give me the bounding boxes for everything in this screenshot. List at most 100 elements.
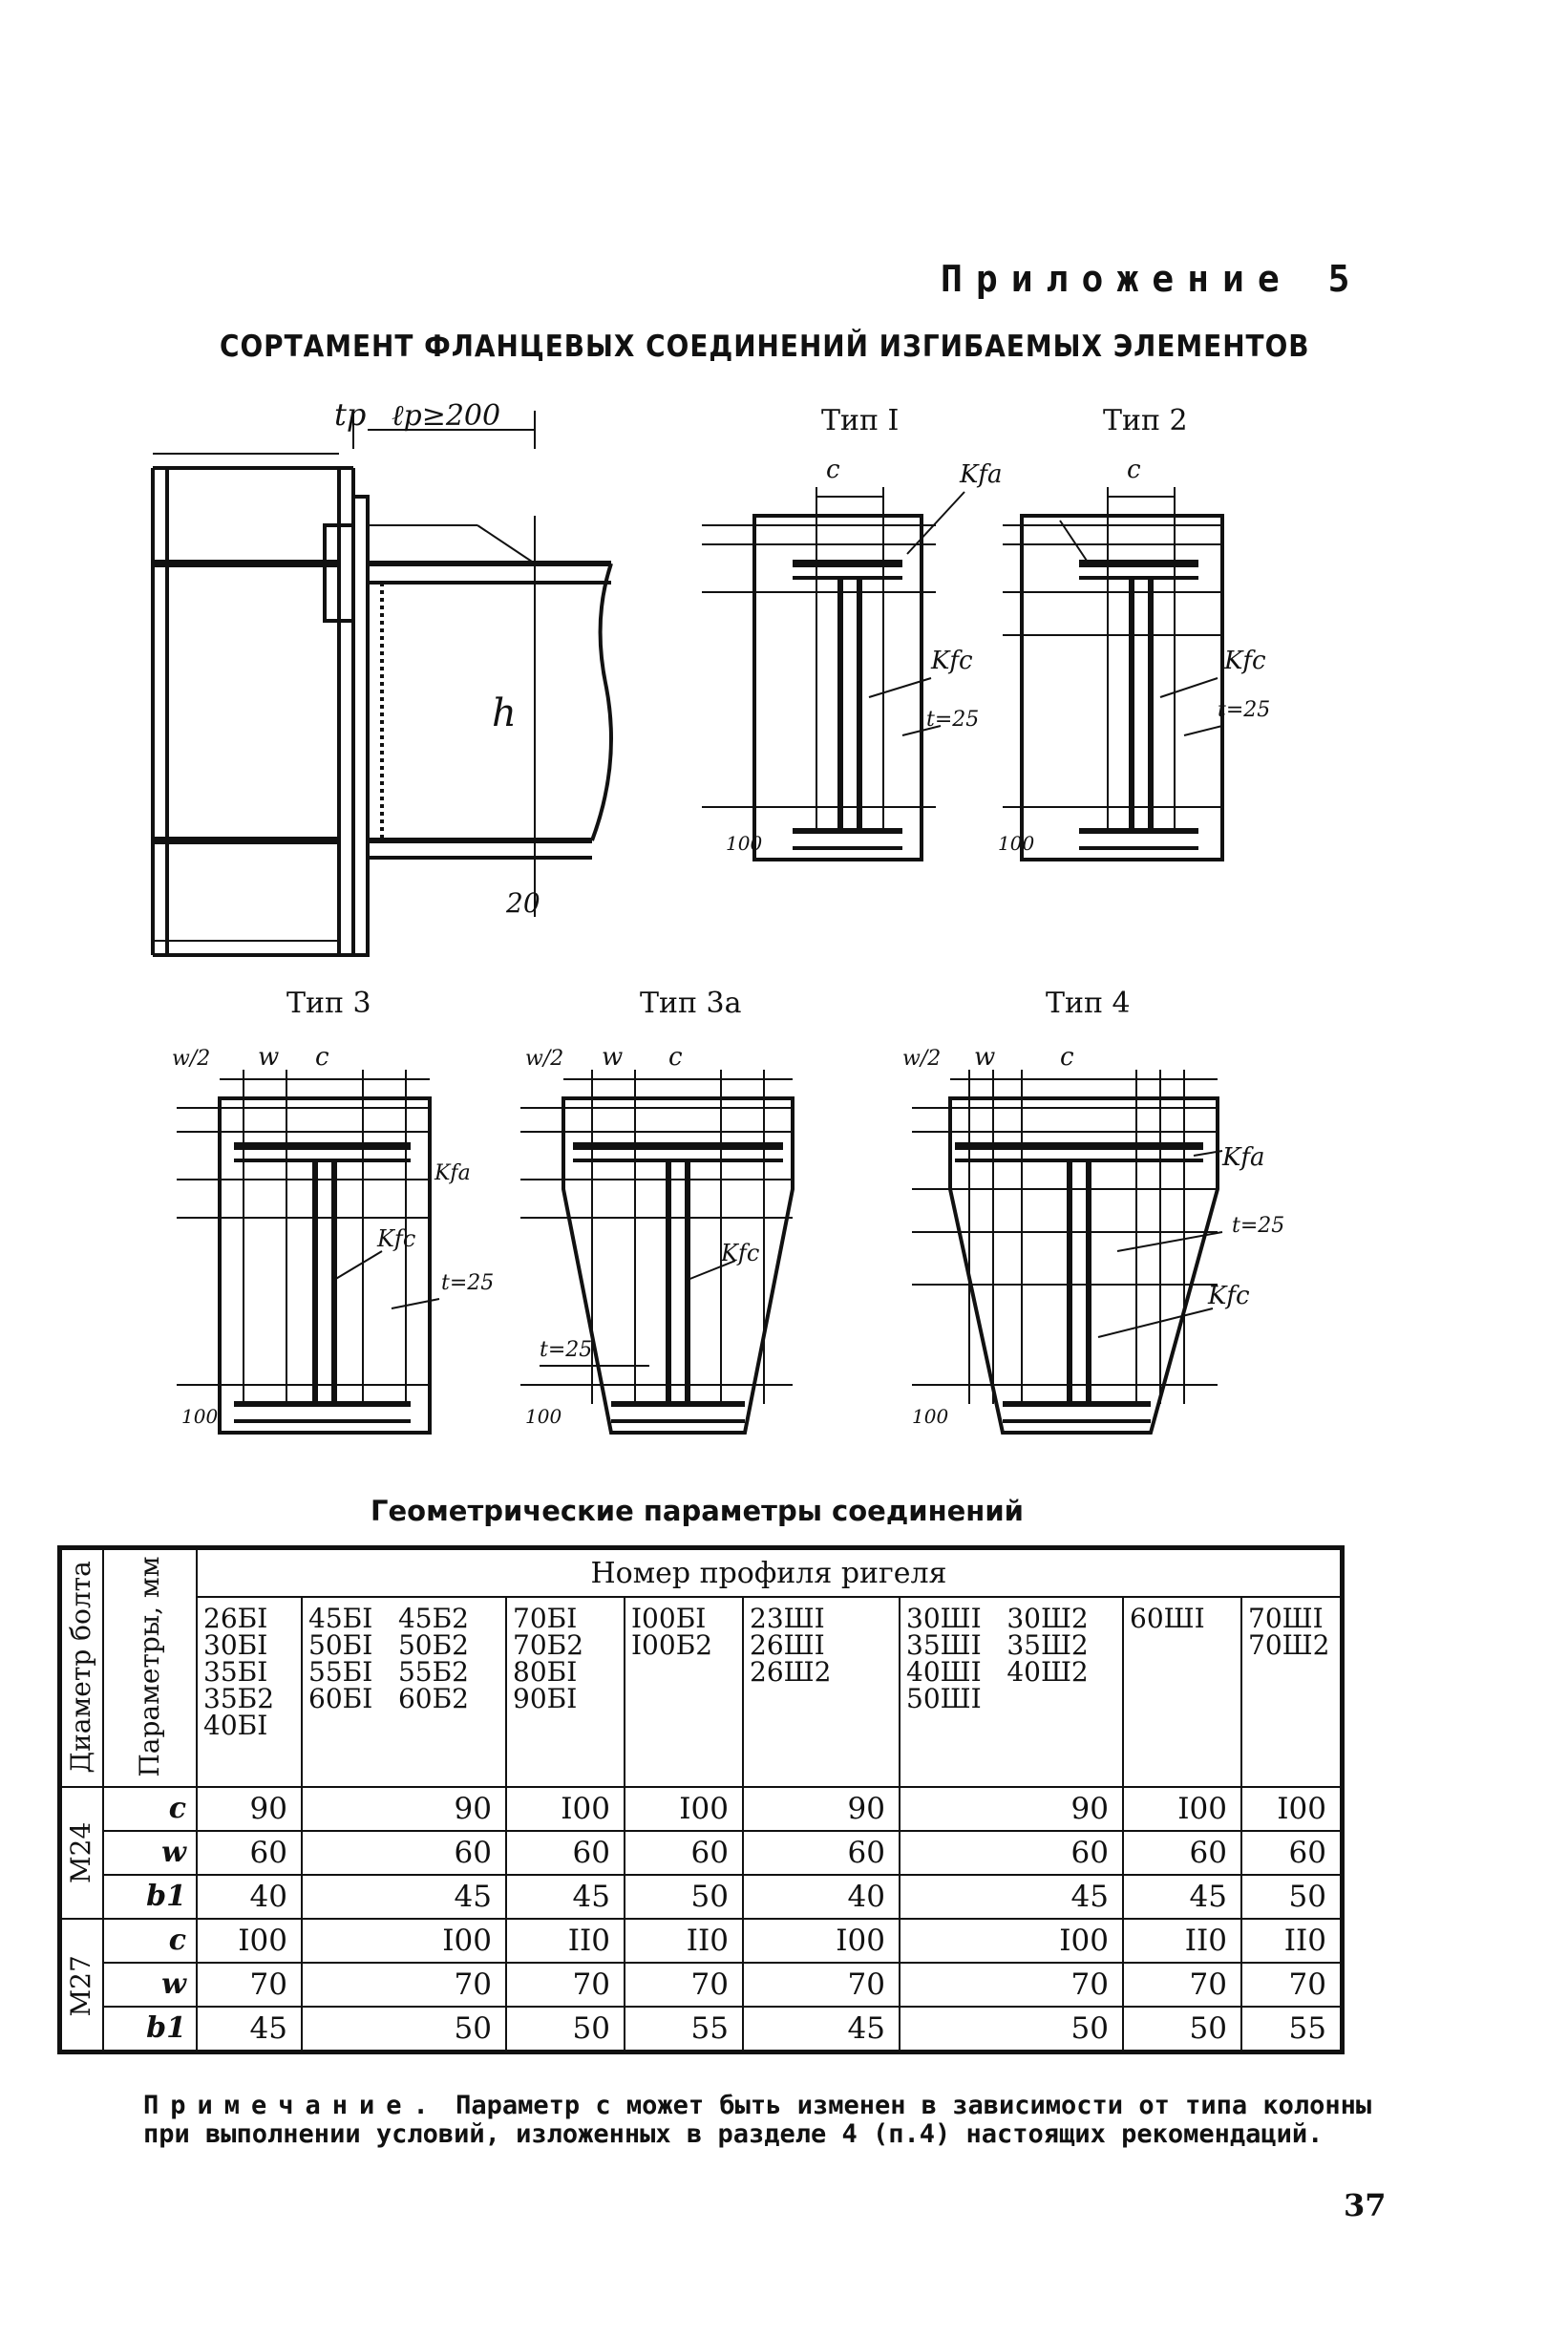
profile-header: Номер профиля ригеля xyxy=(196,1546,1344,1599)
table-cell: 45 xyxy=(742,2006,901,2053)
appendix-label: Приложение 5 xyxy=(941,258,1364,300)
type3a-w2-label: w/2 xyxy=(525,1047,563,1071)
type3-title: Тип 3 xyxy=(286,987,371,1020)
page-number: 37 xyxy=(1344,2187,1387,2223)
table-cell: 60 xyxy=(301,1830,507,1877)
profile-group: 70ШI 70Ш2 xyxy=(1240,1596,1344,1789)
profile-group: I00БI I00Б2 xyxy=(624,1596,744,1789)
type2-dim-100: 100 xyxy=(998,832,1034,855)
type1-drawing xyxy=(702,487,965,861)
table-cell: 90 xyxy=(899,1786,1124,1833)
main-elevation-drawing xyxy=(151,411,613,957)
table-cell: 45 xyxy=(505,1874,625,1921)
type3-kfc-label: Kfc xyxy=(376,1225,415,1252)
dim-20-label: 20 xyxy=(505,887,540,919)
table-cell: 40 xyxy=(196,1874,303,1921)
table-cell: 45 xyxy=(196,2006,303,2053)
table-cell: 70 xyxy=(1122,1962,1242,2009)
bolt-diameter-header: Диаметр болта xyxy=(59,1547,103,1788)
type4-t-label: t=25 xyxy=(1232,1214,1284,1238)
profile-group: 60ШI xyxy=(1122,1596,1242,1789)
table-cell: I00 xyxy=(742,1918,901,1965)
type2-kfc-label: Kfc xyxy=(1223,647,1266,675)
type3a-dim-100: 100 xyxy=(525,1405,562,1428)
params-table: Диаметр болта Параметры, мм Номер профил… xyxy=(57,1545,1345,2055)
profile-group: 26БI 30БI 35БI 35Б2 40БI xyxy=(196,1596,303,1789)
profile-group: 30ШI 30Ш2 35ШI 35Ш2 40ШI 40Ш2 50ШI xyxy=(899,1596,1124,1789)
table-cell: 50 xyxy=(899,2006,1124,2053)
table-cell: I00 xyxy=(505,1786,625,1833)
connection-drawings: tp ℓp≥200 h 20 c Kfa Kfc t=25 100 c Kfc … xyxy=(151,396,1284,1435)
page-title: СОРТАМЕНТ ФЛАНЦЕВЫХ СОЕДИНЕНИЙ ИЗГИБАЕМЫ… xyxy=(220,330,1310,364)
table-cell: 70 xyxy=(1240,1962,1344,2009)
param-c: c xyxy=(102,1786,198,1833)
h-label: h xyxy=(492,691,517,735)
params-header: Параметры, мм xyxy=(103,1547,197,1788)
type3a-w-label: w xyxy=(602,1043,623,1072)
type4-drawing xyxy=(912,1070,1223,1435)
type3-w2-label: w/2 xyxy=(172,1047,210,1071)
type3-t-label: t=25 xyxy=(441,1271,494,1295)
param-w: w xyxy=(102,1962,198,2009)
table-cell: 70 xyxy=(899,1962,1124,2009)
type3-kfa-label: Kfa xyxy=(434,1161,471,1185)
bolt-m24: М24 xyxy=(59,1787,103,1920)
type1-kfa-label: Kfa xyxy=(959,460,1003,489)
profile-group: 70БI 70Б2 80БI 90БI xyxy=(505,1596,625,1789)
type4-w2-label: w/2 xyxy=(902,1047,941,1071)
type3a-c-label: c xyxy=(668,1043,683,1072)
table-cell: 90 xyxy=(196,1786,303,1833)
table-cell: I00 xyxy=(1122,1786,1242,1833)
type1-dim-100: 100 xyxy=(726,832,762,855)
type2-c-label: c xyxy=(1127,456,1141,484)
type3-dim-100: 100 xyxy=(181,1405,218,1428)
type3-w-label: w xyxy=(258,1043,279,1072)
table-cell: 50 xyxy=(505,2006,625,2053)
type2-title: Тип 2 xyxy=(1103,404,1188,437)
table-cell: 90 xyxy=(301,1786,507,1833)
tp-label: tp xyxy=(334,396,366,433)
table-cell: II0 xyxy=(1122,1918,1242,1965)
table-cell: I00 xyxy=(196,1918,303,1965)
table-cell: 70 xyxy=(742,1962,901,2009)
table-cell: I00 xyxy=(301,1918,507,1965)
table-cell: 60 xyxy=(196,1830,303,1877)
table-cell: 55 xyxy=(1240,2006,1344,2053)
table-cell: 60 xyxy=(1240,1830,1344,1877)
lp-label: ℓp≥200 xyxy=(392,399,500,433)
note-label: Примечание. xyxy=(143,2091,440,2120)
note-text: Параметр c может быть изменен в зависимо… xyxy=(143,2091,1372,2149)
table-cell: 60 xyxy=(624,1830,744,1877)
table-cell: 70 xyxy=(301,1962,507,2009)
type3a-kfc-label: Kfc xyxy=(720,1240,759,1266)
table-cell: 70 xyxy=(196,1962,303,2009)
profile-group: 23ШI 26ШI 26Ш2 xyxy=(742,1596,901,1789)
table-cell: 60 xyxy=(505,1830,625,1877)
type4-w-label: w xyxy=(974,1043,995,1072)
type3-c-label: c xyxy=(315,1043,329,1072)
type4-dim-100: 100 xyxy=(912,1405,948,1428)
bolt-m27: М27 xyxy=(59,1919,103,2052)
param-b1: b1 xyxy=(102,1874,198,1921)
type4-kfa-label: Kfa xyxy=(1221,1143,1265,1172)
type3-drawing xyxy=(177,1070,440,1435)
table-cell: II0 xyxy=(505,1918,625,1965)
table-cell: II0 xyxy=(624,1918,744,1965)
table-cell: 50 xyxy=(1240,1874,1344,1921)
table-cell: 45 xyxy=(899,1874,1124,1921)
table-cell: 55 xyxy=(624,2006,744,2053)
table-cell: 50 xyxy=(1122,2006,1242,2053)
type2-t-label: t=25 xyxy=(1218,698,1270,722)
table-cell: I00 xyxy=(899,1918,1124,1965)
type1-c-label: c xyxy=(826,456,840,484)
type3a-t-label: t=25 xyxy=(540,1338,592,1362)
type4-title: Тип 4 xyxy=(1046,987,1131,1020)
table-cell: 45 xyxy=(1122,1874,1242,1921)
table-cell: I00 xyxy=(624,1786,744,1833)
profile-group: 45БI 45Б2 50БI 50Б2 55БI 55Б2 60БI 60Б2 xyxy=(301,1596,507,1789)
type4-kfc-label: Kfc xyxy=(1207,1282,1250,1310)
table-title: Геометрические параметры соединений xyxy=(371,1495,1024,1527)
param-b1: b1 xyxy=(102,2006,198,2053)
table-cell: II0 xyxy=(1240,1918,1344,1965)
table-cell: 45 xyxy=(301,1874,507,1921)
